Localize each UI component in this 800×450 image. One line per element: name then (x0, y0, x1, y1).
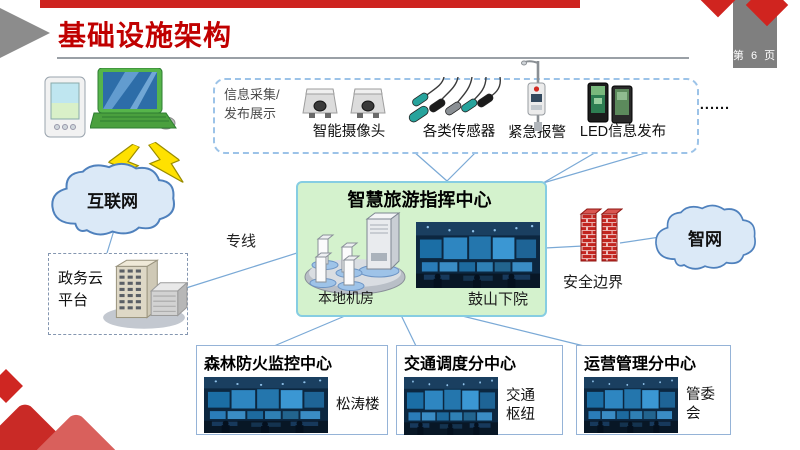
gov-cloud-box (48, 253, 188, 335)
server-room-label: 本地机房 (318, 290, 374, 306)
emergency-alarm-icon (520, 59, 547, 133)
sensors-label: 各类传感器 (422, 124, 496, 140)
sensors-icon (408, 77, 502, 123)
smart-camera-label: 智能摄像头 (312, 124, 386, 140)
branch-location: 管委会 (686, 387, 715, 422)
branch-traffic-dispatch: 交通调度分中心 交通枢纽 (396, 345, 563, 435)
laptop-icon (90, 68, 177, 130)
led-kiosk-icon (587, 82, 633, 124)
dedicated-line-label: 专线 (226, 233, 257, 250)
branch-title: 交通调度分中心 (404, 356, 517, 373)
external-cloud: 智网 (650, 202, 760, 272)
top-accent-bar (40, 0, 580, 8)
branch-location: 松涛楼 (336, 396, 380, 413)
smart-camera-icon (302, 88, 386, 119)
title-underline (57, 57, 689, 59)
control-room-photo (404, 377, 498, 435)
external-cloud-label: 智网 (688, 229, 722, 249)
branch-forest-fire: 森林防火监控中心 松涛楼 (196, 345, 388, 435)
info-collection-label: 信息采集/ 发布展示 (224, 87, 280, 121)
firewall-label: 安全边界 (563, 274, 624, 291)
site-label: 鼓山下院 (468, 291, 529, 308)
server-room-icon (304, 212, 406, 295)
page-title: 基础设施架构 (58, 20, 233, 51)
pda-icon (44, 76, 86, 138)
control-room-photo (204, 377, 328, 433)
control-room-photo (584, 377, 678, 433)
ellipsis-label: ...... (699, 97, 731, 113)
page-number: 第 6 页 (732, 50, 778, 62)
firewall-icon (580, 208, 623, 262)
buildings-icon (102, 259, 188, 330)
title-arrow-icon (0, 8, 50, 58)
branch-title: 森林防火监控中心 (204, 356, 333, 373)
command-center-title: 智慧旅游指挥中心 (347, 190, 492, 210)
branch-operations: 运营管理分中心 管委会 (576, 345, 731, 435)
emergency-alarm-label: 紧急报警 (508, 125, 566, 141)
internet-cloud-label: 互联网 (87, 191, 138, 211)
internet-cloud: 互联网 (45, 160, 180, 238)
branch-title: 运营管理分中心 (584, 356, 697, 373)
control-room-photo (416, 222, 540, 288)
branch-location: 交通枢纽 (506, 388, 535, 423)
led-publish-label: LED信息发布 (579, 124, 667, 140)
gov-cloud-label: 政务云 平台 (58, 270, 104, 309)
